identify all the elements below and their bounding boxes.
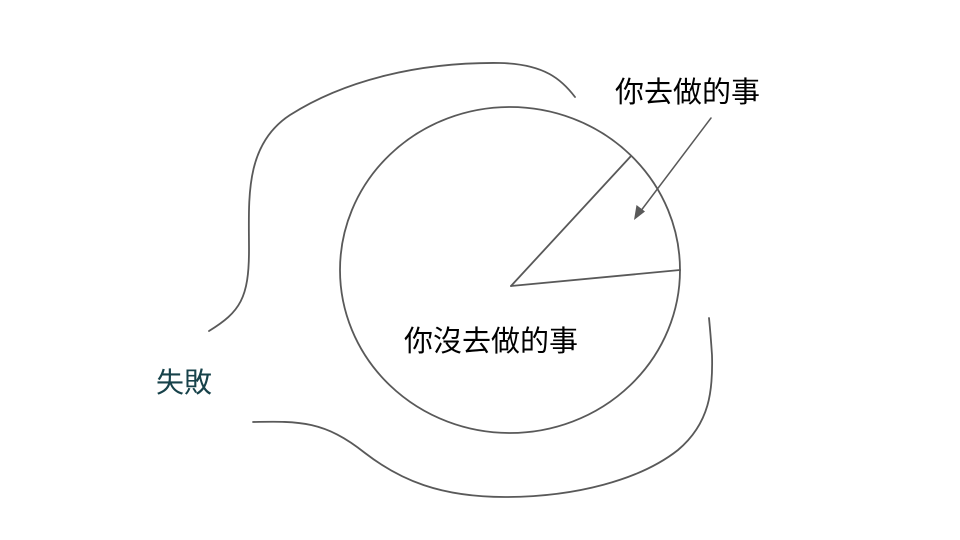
label-failure: 失敗: [156, 366, 213, 399]
failure-outline-upper: [208, 62, 576, 332]
possibility-circle: [339, 106, 681, 434]
label-not-done: 你沒去做的事: [404, 324, 579, 358]
pointer-arrow-shaft: [639, 117, 712, 213]
wedge-upper-line: [510, 155, 632, 287]
failure-outline-lower: [252, 317, 714, 498]
pointer-arrowhead: [634, 205, 645, 220]
wedge-lower-line: [510, 269, 681, 287]
label-done: 你去做的事: [615, 75, 761, 109]
